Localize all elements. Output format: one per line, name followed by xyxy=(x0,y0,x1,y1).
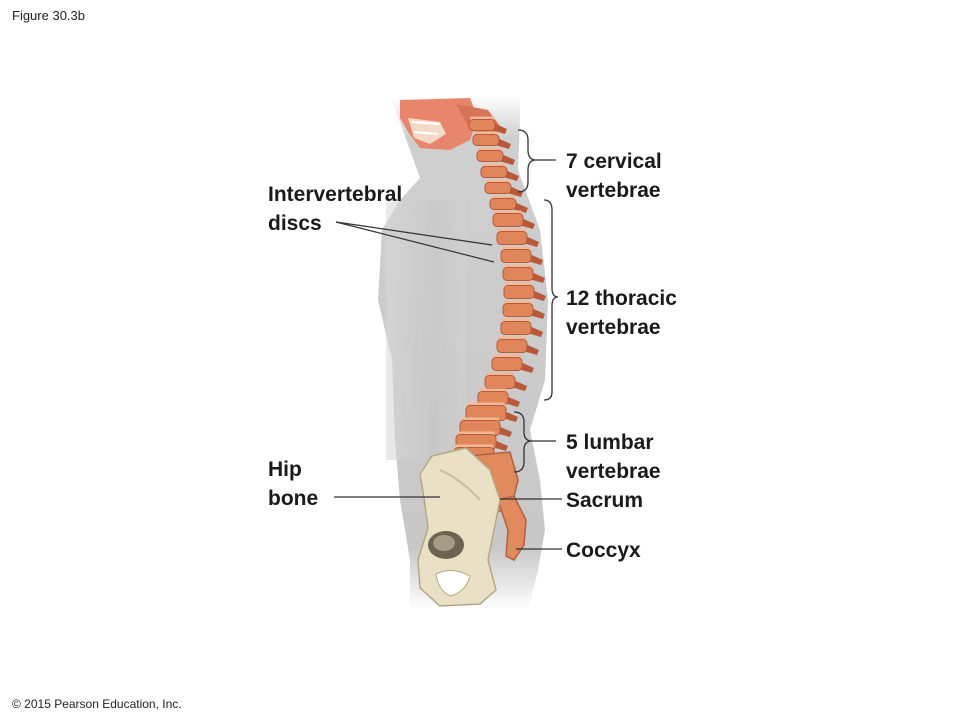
label-cervical-line2: vertebrae xyxy=(566,179,661,202)
vertebra xyxy=(472,134,500,146)
leader-lines xyxy=(334,221,562,550)
chest-shade xyxy=(386,200,466,460)
figure-label: Figure 30.3b xyxy=(12,8,85,23)
label-thoracic-line1: 12 thoracic xyxy=(566,287,677,310)
vertebra xyxy=(502,303,534,317)
label-lumbar-vertebrae: 5 lumbar vertebrae xyxy=(566,428,661,486)
bracket-thoracic xyxy=(543,199,559,401)
label-hip-line2: bone xyxy=(268,487,319,510)
label-thoracic-line2: vertebrae xyxy=(566,316,661,339)
vertebra xyxy=(480,166,508,178)
label-intervertebral-discs: Intervertebral discs xyxy=(268,180,402,238)
vertebra xyxy=(496,339,528,353)
label-hip-line1: Hip xyxy=(268,458,302,481)
vertebra xyxy=(502,267,534,281)
vertebra xyxy=(484,182,512,194)
label-hip-bone: Hip bone xyxy=(268,455,318,513)
label-intervertebral-line1: Intervertebral xyxy=(268,183,403,206)
leader-intervertebral-1 xyxy=(335,221,493,246)
vertebra xyxy=(468,119,496,131)
hip-bone xyxy=(417,447,501,607)
vertebra xyxy=(500,321,532,335)
copyright-notice: © 2015 Pearson Education, Inc. xyxy=(12,697,182,711)
label-lumbar-line1: 5 lumbar xyxy=(566,431,654,454)
vertebra xyxy=(489,198,517,210)
label-intervertebral-line2: discs xyxy=(268,212,322,235)
vertebra xyxy=(503,285,535,299)
vertebra xyxy=(500,249,532,263)
label-lumbar-line2: vertebrae xyxy=(566,460,661,483)
coccyx-bone xyxy=(497,495,527,561)
label-sacrum: Sacrum xyxy=(566,489,644,512)
label-cervical-line1: 7 cervical xyxy=(566,150,662,173)
leader-intervertebral-2 xyxy=(335,221,495,263)
vertebra xyxy=(491,357,523,371)
vertebra xyxy=(496,231,528,245)
label-thoracic-vertebrae: 12 thoracic vertebrae xyxy=(566,284,677,342)
label-cervical-vertebrae: 7 cervical vertebrae xyxy=(566,147,662,205)
label-coccyx: Coccyx xyxy=(566,539,641,562)
brackets xyxy=(513,129,559,473)
vertebra xyxy=(492,213,524,227)
bracket-cervical xyxy=(517,129,556,193)
vertebra xyxy=(476,150,504,162)
vertebra xyxy=(484,375,516,389)
bracket-lumbar xyxy=(513,411,556,473)
